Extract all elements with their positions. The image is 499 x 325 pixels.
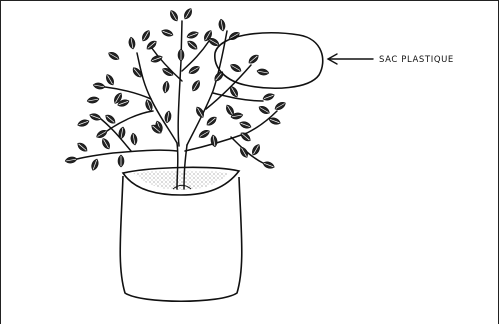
pot — [120, 167, 242, 301]
pointer-arrow — [328, 54, 373, 64]
plastic-bag — [215, 33, 323, 88]
trunk-and-branches — [77, 21, 277, 189]
bag-label: SAC PLASTIQUE — [379, 55, 454, 65]
leaves — [65, 7, 287, 171]
